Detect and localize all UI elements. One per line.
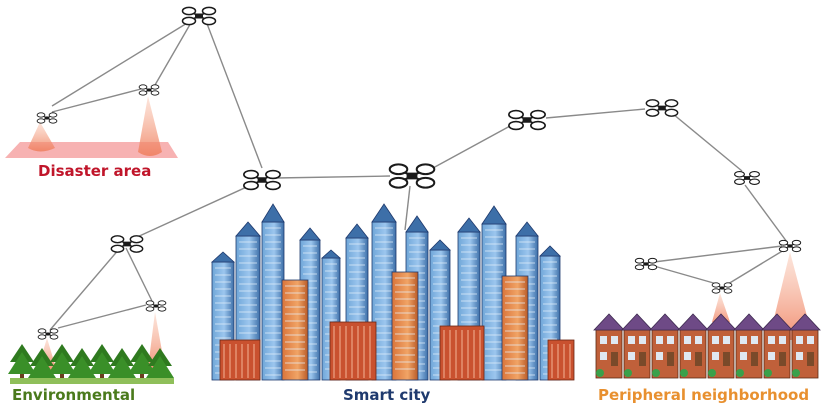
network-links <box>49 16 788 331</box>
skyscraper-icon <box>391 271 419 381</box>
row-house-icon <box>733 313 765 379</box>
row-house-icon <box>789 313 821 379</box>
pine-tree-icon <box>146 348 174 381</box>
pine-tree-icon <box>28 348 56 381</box>
row-house-icon <box>649 313 681 379</box>
peripheral-neighborhood-label: Peripheral neighborhood <box>598 386 810 404</box>
drone-icon <box>37 328 59 340</box>
pine-tree-icon <box>68 348 96 381</box>
skyscraper-icon <box>281 279 309 381</box>
drone-icon <box>508 109 546 131</box>
skyscraper-icon <box>501 275 529 381</box>
building-base-icon <box>329 321 377 381</box>
peripheral-houses <box>593 313 821 379</box>
forest-ground <box>10 378 174 384</box>
row-house-icon <box>621 313 653 379</box>
drone-icon <box>711 282 733 294</box>
environmental-label: Environmental <box>12 386 136 404</box>
row-house-icon <box>705 313 737 379</box>
skyscraper-icon <box>261 203 285 381</box>
skyscraper-icon <box>481 205 507 381</box>
pine-tree-icon <box>48 344 76 381</box>
pine-tree-icon <box>108 348 136 381</box>
drone-icon <box>110 235 144 253</box>
forest-group <box>8 344 174 384</box>
pine-tree-icon <box>128 344 156 381</box>
drone-icon <box>634 257 658 271</box>
building-base-icon <box>547 339 575 381</box>
drone-group <box>36 6 802 340</box>
building-base-icon <box>219 339 261 381</box>
building-base-icon <box>439 325 485 381</box>
drone-icon <box>388 163 436 189</box>
disaster-area-label: Disaster area <box>38 162 152 180</box>
drone-icon <box>645 99 679 117</box>
pine-tree-icon <box>88 344 116 381</box>
drone-icon <box>181 6 217 26</box>
drone-icon <box>36 112 58 124</box>
drone-icon <box>734 170 760 186</box>
drone-icon <box>138 84 160 96</box>
row-house-icon <box>761 313 793 379</box>
drone-icon <box>243 169 281 191</box>
row-house-icon <box>593 313 625 379</box>
pine-tree-icon <box>8 344 36 381</box>
drone-icon <box>778 239 802 253</box>
row-house-icon <box>677 313 709 379</box>
drone-icon <box>145 300 167 312</box>
smart-city-buildings <box>210 203 575 381</box>
smart-city-label: Smart city <box>343 386 431 404</box>
